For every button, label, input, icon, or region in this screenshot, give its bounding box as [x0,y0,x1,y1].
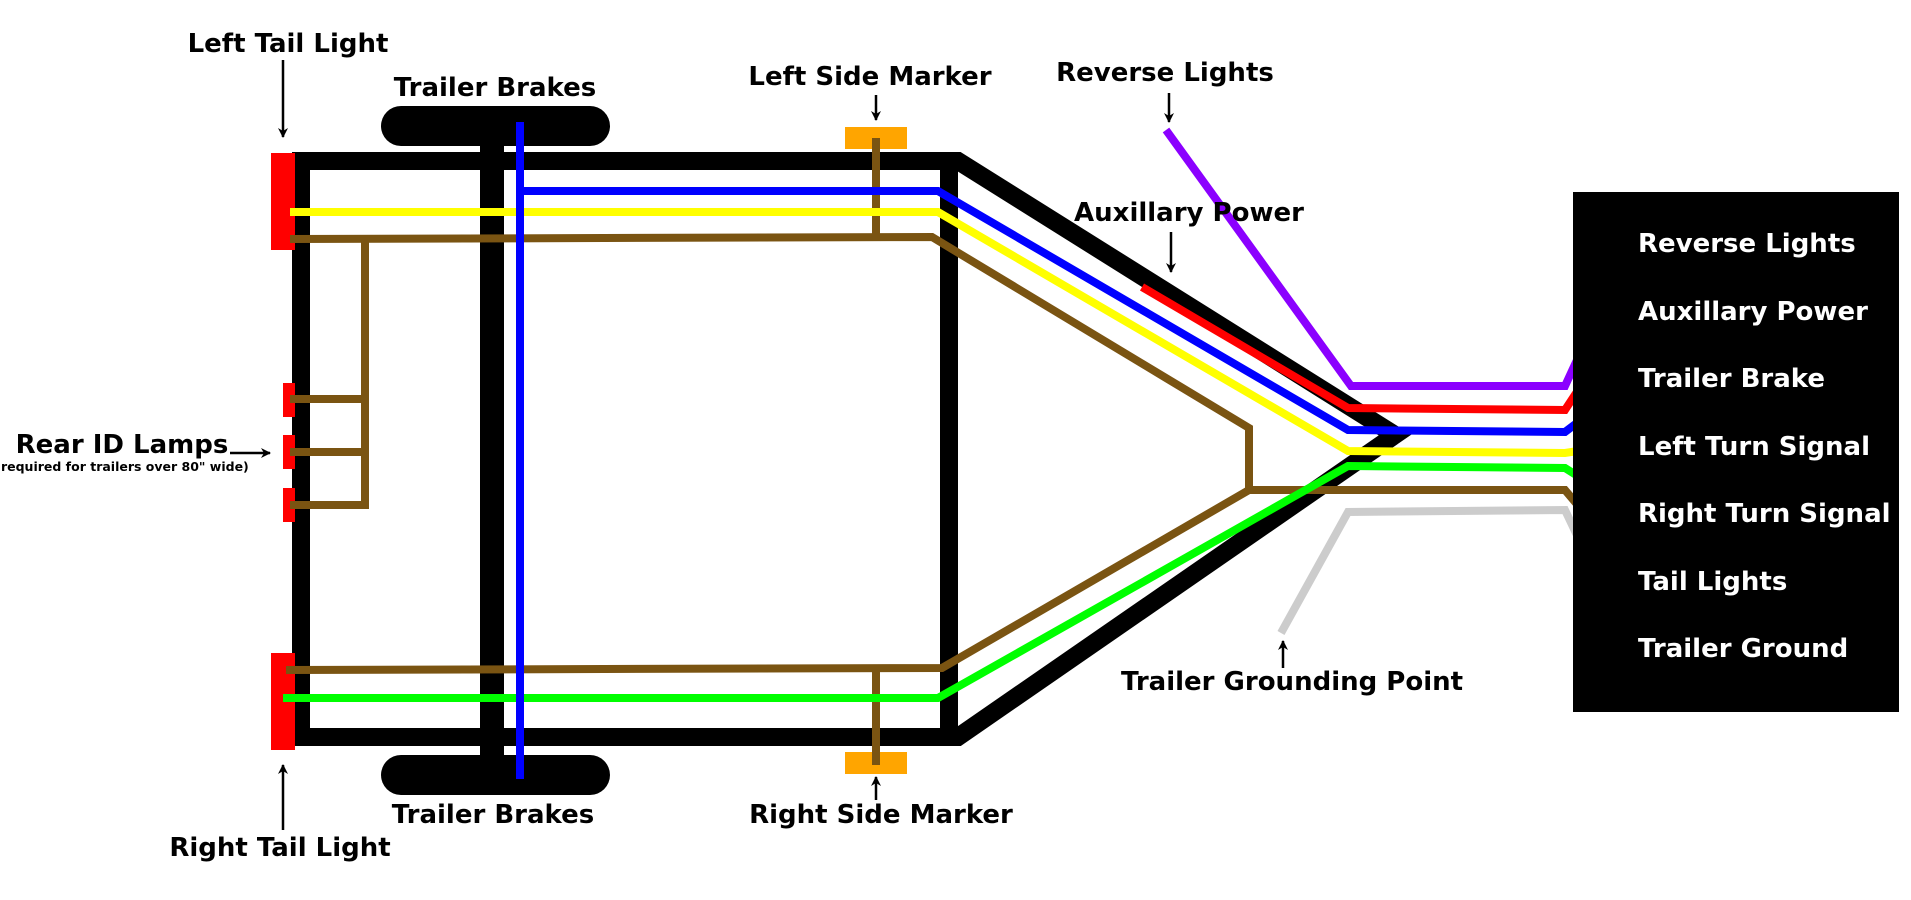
label-left-tail-light: Left Tail Light [188,29,389,59]
key-reverse-lights: Reverse Lights [1638,229,1856,259]
left-tail-light [271,153,295,250]
label-left-side-marker: Left Side Marker [748,62,991,92]
label-trailer-brakes-bottom: Trailer Brakes [392,800,594,830]
key-trailer-brake: Trailer Brake [1638,364,1825,394]
label-trailer-grounding-point: Trailer Grounding Point [1121,667,1463,697]
label-rear-id-lamps-note: (required for trailers over 80" wide) [0,459,249,474]
connector-key: Reverse Lights Auxillary Power Trailer B… [1573,192,1899,712]
key-tail-lights: Tail Lights [1638,567,1787,597]
key-trailer-ground: Trailer Ground [1638,634,1848,664]
rear-id-lamp-3 [283,488,295,522]
label-rear-id-lamps: Rear ID Lamps [16,430,229,460]
label-auxillary-power: Auxillary Power [1074,198,1304,228]
callout-arrows [230,60,1288,830]
label-reverse-lights: Reverse Lights [1056,58,1274,88]
label-trailer-brakes-top: Trailer Brakes [394,73,596,103]
label-right-side-marker: Right Side Marker [749,800,1013,830]
trailer-frame [292,152,1412,746]
rear-id-lamp-2 [283,435,295,469]
key-auxillary-power: Auxillary Power [1638,297,1868,327]
connector-key-panel [1573,192,1899,712]
key-left-turn-signal: Left Turn Signal [1638,432,1870,462]
label-right-tail-light: Right Tail Light [169,833,390,863]
rear-id-lamp-1 [283,383,295,417]
purple-wire [1162,127,1634,390]
key-right-turn-signal: Right Turn Signal [1638,499,1891,529]
